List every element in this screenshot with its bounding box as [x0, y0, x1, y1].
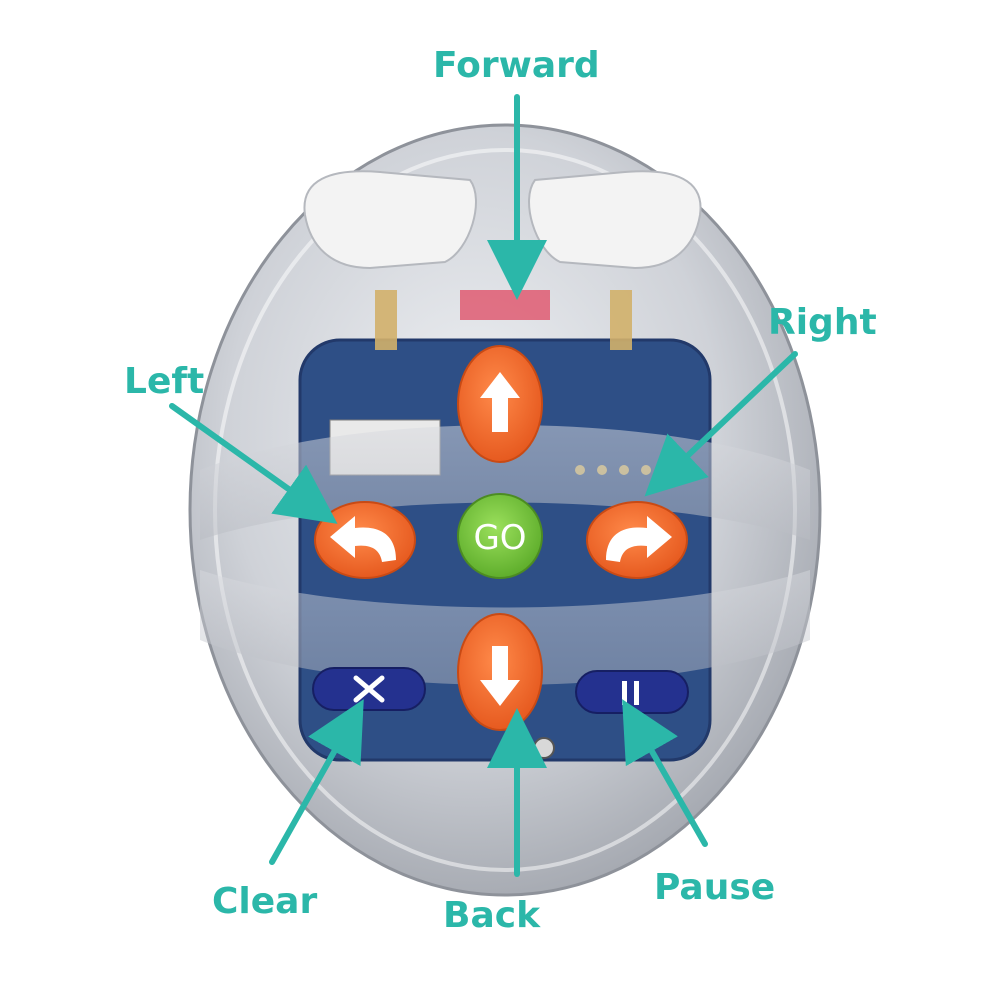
clear-button[interactable] [312, 667, 426, 711]
callout-arrows [169, 94, 798, 877]
x-icon [353, 675, 385, 703]
back-label: Back [443, 895, 541, 936]
forward-button[interactable] [457, 345, 543, 463]
go-button-label: GO [473, 518, 526, 558]
left-label: Left [124, 361, 205, 402]
right-label: Right [768, 302, 877, 343]
left-button[interactable] [314, 501, 416, 579]
pause-button[interactable] [575, 670, 689, 714]
go-button[interactable]: GO [457, 493, 543, 579]
right-button[interactable] [586, 501, 688, 579]
pause-label: Pause [654, 867, 776, 908]
robot-eyes [303, 170, 702, 270]
pause-callout-arrow [622, 699, 708, 847]
pause-icon [622, 681, 639, 705]
clear-label: Clear [212, 881, 318, 922]
right-callout-arrow [644, 351, 798, 497]
back-button[interactable] [457, 613, 543, 731]
left-callout-arrow [169, 403, 338, 524]
turn-right-icon [606, 516, 672, 562]
arrow-down-icon [480, 646, 520, 706]
arrow-up-icon [480, 372, 520, 432]
clear-callout-arrow [269, 699, 364, 865]
turn-left-icon [330, 516, 396, 562]
forward-label: Forward [433, 45, 600, 86]
